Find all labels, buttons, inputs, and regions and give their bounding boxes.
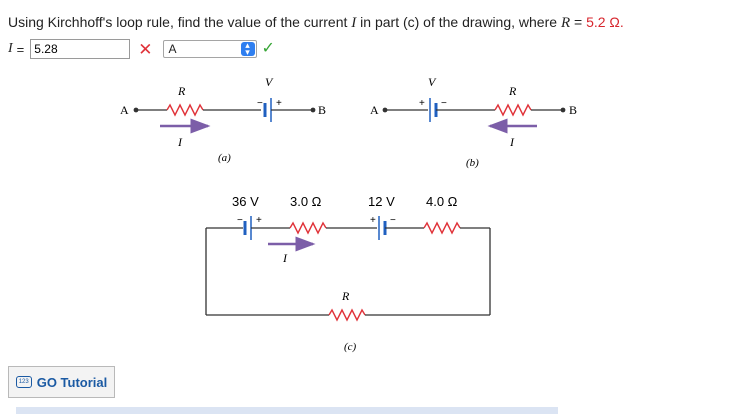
resistor-r-label: R — [341, 289, 350, 303]
battery-minus: − — [257, 98, 263, 109]
circuit-a: A B R V − + I (a) — [120, 75, 326, 164]
current-label: I — [282, 251, 288, 265]
battery-label: V — [265, 75, 274, 89]
current-label: I — [509, 135, 515, 149]
circuit-b: A B V + − R I (b) — [370, 75, 577, 169]
node-a-label: A — [370, 103, 379, 117]
resistor-label: R — [508, 84, 517, 98]
chevron-updown-icon: ▴▾ — [240, 41, 255, 57]
caption-b: (b) — [466, 157, 479, 169]
resistor-r — [494, 103, 532, 117]
battery-36v-minus: − — [237, 215, 243, 226]
battery-12v-label: 12 V — [368, 194, 395, 209]
resistor-4ohm — [423, 221, 461, 235]
battery-36v-label: 36 V — [232, 194, 259, 209]
answer-row: I = ✕ A ▴▾ ✓ — [8, 38, 275, 60]
current-label: I — [177, 135, 183, 149]
check-icon: ✓ — [261, 40, 275, 57]
question-prefix: Using Kirchhoff's loop rule, find the va… — [8, 14, 352, 30]
resistor-4ohm-label: 4.0 Ω — [426, 194, 458, 209]
resistance-value: 5.2 Ω. — [586, 14, 624, 30]
battery-36v-plus: + — [256, 215, 262, 226]
node-b-label: B — [318, 103, 326, 117]
resistor-3ohm-label: 3.0 Ω — [290, 194, 322, 209]
battery-plus: + — [419, 98, 425, 109]
battery-12v-minus: − — [390, 215, 396, 226]
caption-a: (a) — [218, 152, 231, 164]
circuit-diagram: A B R V − + I (a) A B V + − R I (b) — [120, 75, 577, 353]
unit-select-value: A — [168, 42, 177, 56]
node-b-dot — [310, 107, 316, 113]
resistor-label: R — [177, 84, 186, 98]
go-tutorial-label: GO Tutorial — [36, 374, 108, 390]
cross-icon: ✕ — [138, 39, 153, 59]
go-tutorial-button[interactable]: 123 GO Tutorial — [8, 366, 115, 398]
node-a-label: A — [120, 103, 129, 117]
battery-plus: + — [276, 98, 282, 109]
battery-minus: − — [441, 98, 447, 109]
resistance-variable: R — [560, 15, 571, 31]
question-text: Using Kirchhoff's loop rule, find the va… — [8, 14, 624, 32]
node-b-label: B — [569, 103, 577, 117]
current-variable: I — [351, 15, 357, 31]
unit-select[interactable]: A ▴▾ — [162, 40, 257, 58]
answer-equals: = — [16, 41, 25, 57]
resistor-3ohm — [289, 221, 327, 235]
battery-12v-plus: + — [370, 215, 376, 226]
tutorial-icon: 123 — [15, 376, 32, 388]
circuit-c: 36 V − + 3.0 Ω 12 V + − 4.0 Ω I R (c) — [205, 194, 491, 353]
resistor-r — [328, 308, 366, 322]
node-b-dot — [560, 107, 566, 113]
bottom-bar — [16, 407, 558, 414]
answer-label: I — [8, 41, 13, 56]
resistance-equals: = — [570, 14, 587, 30]
question-mid: in part (c) of the drawing, where — [356, 14, 561, 30]
answer-input[interactable] — [30, 39, 131, 59]
resistor-r — [166, 103, 204, 117]
caption-c: (c) — [344, 341, 357, 353]
battery-label: V — [428, 75, 437, 89]
